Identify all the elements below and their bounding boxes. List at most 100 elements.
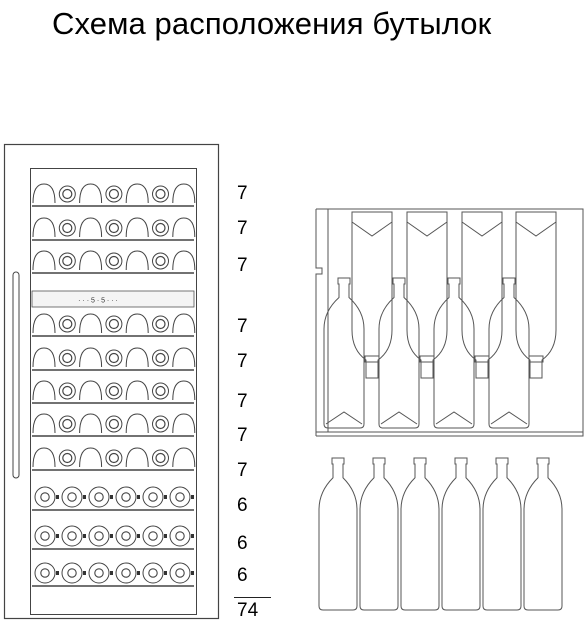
bottle-base [88, 486, 113, 508]
bottle-arc [125, 380, 149, 401]
bottle-base [34, 525, 59, 547]
bottle-base [125, 313, 149, 334]
bottle-base [115, 525, 140, 547]
bottle-bottom [152, 382, 169, 400]
bottle-arc [32, 347, 56, 368]
bottle-bottom [105, 449, 123, 467]
bottle-base [32, 313, 56, 334]
page-title: Схема расположения бутылок [52, 6, 492, 41]
bottle-arc [79, 413, 103, 434]
bottle-neck [155, 188, 166, 200]
bottle-bottom [152, 315, 169, 333]
bottle-bottom [152, 449, 169, 467]
bottle-neck [155, 255, 166, 267]
bottle-gap-mark [164, 534, 167, 538]
bottle-bottom [34, 486, 56, 508]
bottle-arc [32, 313, 56, 334]
bottle-neck [155, 385, 166, 397]
bottle-base [61, 525, 86, 547]
bottle-arc [172, 183, 196, 204]
bottle-base [142, 525, 167, 547]
bottle-base [58, 449, 76, 467]
bottle-arc [125, 217, 149, 238]
bottle-arc [32, 250, 56, 271]
shelf [32, 217, 196, 241]
shelf [32, 486, 194, 511]
upright-bottle-base-mark [490, 411, 528, 425]
bottle-base [79, 250, 103, 271]
standing-bottle [523, 457, 563, 611]
bottle-neck [62, 352, 73, 364]
bottle-gap-mark [56, 571, 59, 575]
upright-bottle-base-mark [380, 411, 418, 425]
total-bottle-count: 74 [237, 600, 259, 621]
bottle-base [172, 183, 196, 204]
standing-bottle [400, 457, 440, 611]
bottle-arc [32, 447, 56, 468]
bottle-base [58, 252, 76, 270]
bottle-base [172, 347, 196, 368]
bottle-gap-mark [83, 495, 86, 499]
bottle-neck [148, 492, 158, 502]
cabinet-outer-frame [3, 143, 220, 620]
bottle-arc [172, 250, 196, 271]
bottle-neck [62, 255, 73, 267]
bottle-bottom [58, 185, 76, 203]
shelf [32, 183, 196, 207]
shelf-count-label: 7 [237, 460, 248, 481]
bottle-arc [172, 347, 196, 368]
bottle-base [172, 313, 196, 334]
bottle-base [79, 313, 103, 334]
shelf-count-label: 7 [237, 255, 248, 276]
bottle-base [32, 413, 56, 434]
total-separator-line [234, 597, 271, 598]
bottle-base [105, 415, 123, 433]
bottle-base [152, 252, 169, 270]
bottle-arc [172, 217, 196, 238]
inverted-bottle [351, 211, 393, 379]
inverted-bottle-cap [419, 355, 435, 363]
bottle-bottom [142, 562, 164, 584]
bottle-bottom [105, 185, 123, 203]
bottle-neck [155, 352, 166, 364]
bottle-bottom [61, 525, 83, 547]
bottle-bottom [142, 486, 164, 508]
shelf [32, 525, 194, 550]
bottle-base [125, 380, 149, 401]
bottle-neck [121, 531, 131, 541]
bottle-base [105, 219, 123, 237]
bottle-base [169, 486, 194, 508]
inverted-bottles-group [351, 211, 557, 379]
bottle-base [152, 349, 169, 367]
bottle-base [58, 315, 76, 333]
bottle-neck [108, 222, 120, 234]
bottle-neck [108, 318, 120, 330]
bottle-arc [32, 413, 56, 434]
bottle-base [172, 447, 196, 468]
bottle-base [32, 447, 56, 468]
bottle-base [34, 486, 59, 508]
bottle-base [32, 347, 56, 368]
bottle-base [105, 382, 123, 400]
bottle-base [79, 183, 103, 204]
bottle-neck [175, 492, 185, 502]
bottle-bottom [152, 252, 169, 270]
bottle-arc [125, 347, 149, 368]
bottle-arc [125, 313, 149, 334]
shelf [32, 562, 194, 587]
inverted-bottle-cap [474, 355, 490, 363]
bottle-neck [62, 222, 73, 234]
bottle-gap-mark [137, 495, 140, 499]
bottle-bottom [152, 349, 169, 367]
bottle-neck [108, 255, 120, 267]
bottle-neck [94, 568, 104, 578]
bottle-neck [94, 531, 104, 541]
bottle-base [152, 185, 169, 203]
bottle-base [105, 185, 123, 203]
bottle-bottom [115, 562, 137, 584]
bottle-bottom [88, 562, 110, 584]
bottle-bottom [34, 562, 56, 584]
bottle-gap-mark [56, 534, 59, 538]
bottle-neck [62, 452, 73, 464]
cabinet-glass-door [30, 168, 197, 615]
